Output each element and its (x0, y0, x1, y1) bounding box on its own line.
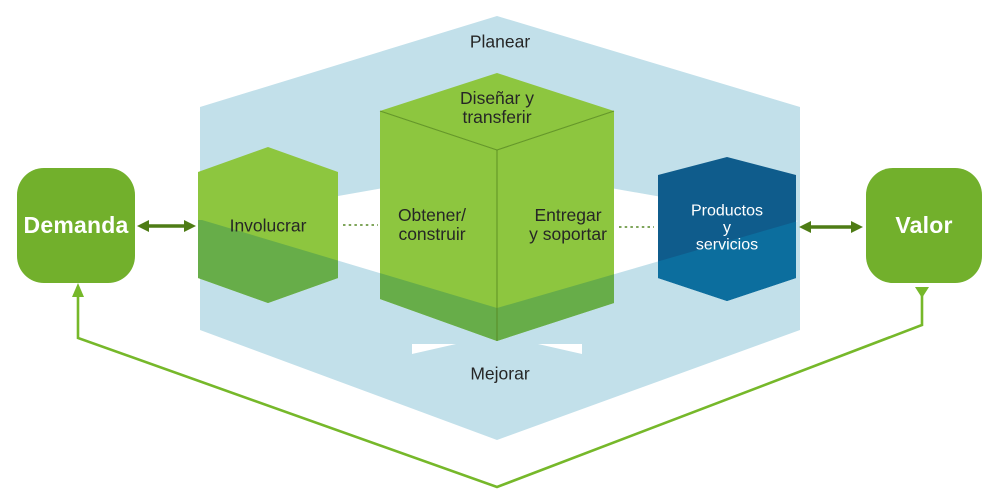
cube-top-face (380, 73, 614, 150)
value-to-demand-feedback-line (76, 295, 924, 489)
products-value-arrowhead-right-icon (851, 221, 863, 233)
cube-edge-right (496, 110, 615, 151)
value-node: Valor (866, 168, 982, 283)
demand-engage-arrowhead-right-icon (184, 220, 196, 232)
products-services-label: Productos y servicios (690, 202, 764, 254)
white-notch-left (412, 344, 456, 354)
products-value-arrowhead-left-icon (799, 221, 811, 233)
demand-node: Demanda (17, 168, 135, 283)
demand-label: Demanda (23, 212, 129, 238)
plan-label: Planear (469, 31, 531, 52)
improve-label: Mejorar (470, 363, 530, 384)
cube-edge-left (379, 110, 498, 151)
value-label: Valor (895, 212, 953, 238)
value-chain-band (200, 16, 800, 440)
feedback-start-tick-icon (915, 287, 929, 298)
white-notch-right (538, 344, 582, 354)
demand-engage-arrowhead-left-icon (137, 220, 149, 232)
obtain-build-label: Obtener/ construir (397, 205, 467, 244)
feedback-arrowhead-icon (72, 283, 84, 297)
deliver-support-label: Entregar y soportar (529, 205, 607, 244)
engage-label: Involucrar (229, 215, 307, 236)
design-transition-label: Diseñar y transferir (460, 88, 534, 127)
